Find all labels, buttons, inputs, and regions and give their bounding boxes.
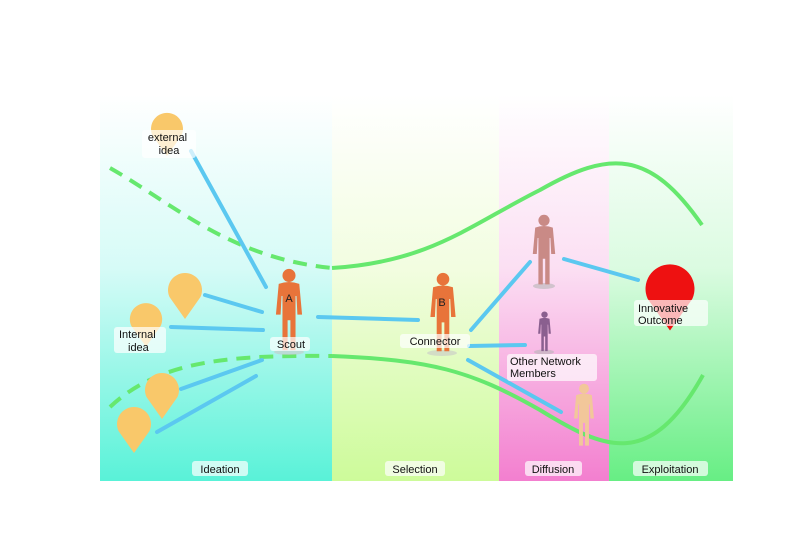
diffusion-band (499, 95, 609, 481)
line-connector-to-rose (469, 260, 532, 332)
line-pin-low-to-scout-1 (179, 358, 264, 391)
external-idea-line1: external (148, 132, 187, 144)
line-idea2-to-scout (203, 293, 264, 314)
line-rose-to-outcome (562, 257, 640, 282)
line-connector-to-peach (466, 358, 563, 414)
connection-lines (155, 149, 640, 434)
network-line2: Members (510, 368, 556, 380)
scout-label: Scout (277, 339, 305, 351)
innovative-outcome-label: Innovative Outcome (638, 303, 691, 327)
connector-letter: B (438, 297, 445, 309)
funnel-lower-dashed (108, 353, 333, 409)
outcome-line1: Innovative (638, 303, 688, 315)
line-external-to-scout (189, 149, 268, 289)
outcome-line2: Outcome (638, 315, 683, 327)
connector-label: Connector (410, 336, 461, 348)
scout-letter: A (285, 293, 293, 305)
phase-selection-label: Selection (392, 464, 437, 476)
line-scout-to-connector (316, 315, 420, 322)
phase-diffusion-label: Diffusion (532, 464, 575, 476)
other-network-members-label: Other Network Members (510, 356, 584, 380)
label-backgrounds (114, 130, 708, 476)
internal-idea-label: Internal idea (119, 329, 159, 354)
rose-member-shadow (533, 283, 555, 289)
line-internal-to-scout (169, 325, 265, 332)
phase-ideation-label: Ideation (200, 464, 239, 476)
funnel-lower-curve (331, 354, 705, 446)
line-connector-to-network (467, 343, 527, 348)
selection-band (332, 95, 499, 481)
internal-idea-line1: Internal (119, 329, 156, 341)
purple-member-shadow (534, 349, 554, 355)
funnel-upper-dashed (109, 166, 333, 270)
funnel-upper-curve (331, 161, 704, 270)
network-line1: Other Network (510, 356, 581, 368)
connector-shadow (427, 350, 457, 356)
internal-idea-line2: idea (128, 342, 150, 354)
phase-exploitation-label: Exploitation (642, 464, 699, 476)
line-pin-low-to-scout-2 (155, 374, 258, 434)
external-idea-label: external idea (148, 132, 190, 157)
external-idea-line2: idea (159, 145, 181, 157)
